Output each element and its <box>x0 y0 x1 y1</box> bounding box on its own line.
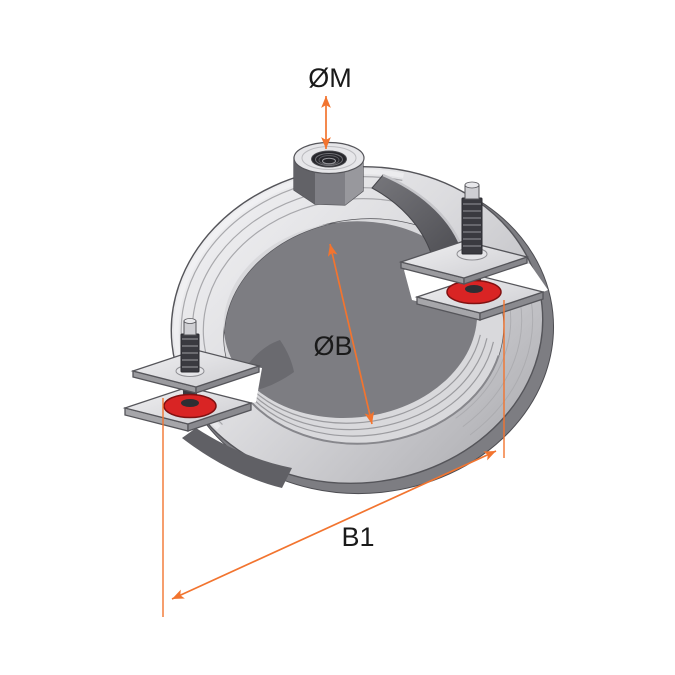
right-bolt-assembly <box>398 181 548 321</box>
nut-thread-ring <box>315 153 343 166</box>
nut-thread-ring <box>322 157 336 165</box>
nut-thread-ring <box>318 155 340 165</box>
right-washer-hole <box>465 285 483 293</box>
hex-nut <box>293 141 365 206</box>
dim-label-om: ØM <box>308 63 352 93</box>
dim-label-ob: ØB <box>313 331 352 361</box>
dim-line-ob <box>327 243 375 425</box>
upper-strap-edge-highlight <box>382 173 463 247</box>
dim-line-b1 <box>171 450 497 600</box>
left-stud-cap-top <box>183 318 197 324</box>
inner-wall-front-edge <box>235 355 500 445</box>
right-stud <box>461 181 483 255</box>
left-stud <box>180 318 200 373</box>
left-bolt-assembly <box>122 318 262 432</box>
right-stud-cap-top <box>464 181 480 189</box>
dim-label-b1: B1 <box>341 522 374 552</box>
nut-face-mid <box>315 168 345 205</box>
dimension-annotations: ØM ØB B1 <box>162 63 505 617</box>
left-washer-hole <box>181 399 199 407</box>
